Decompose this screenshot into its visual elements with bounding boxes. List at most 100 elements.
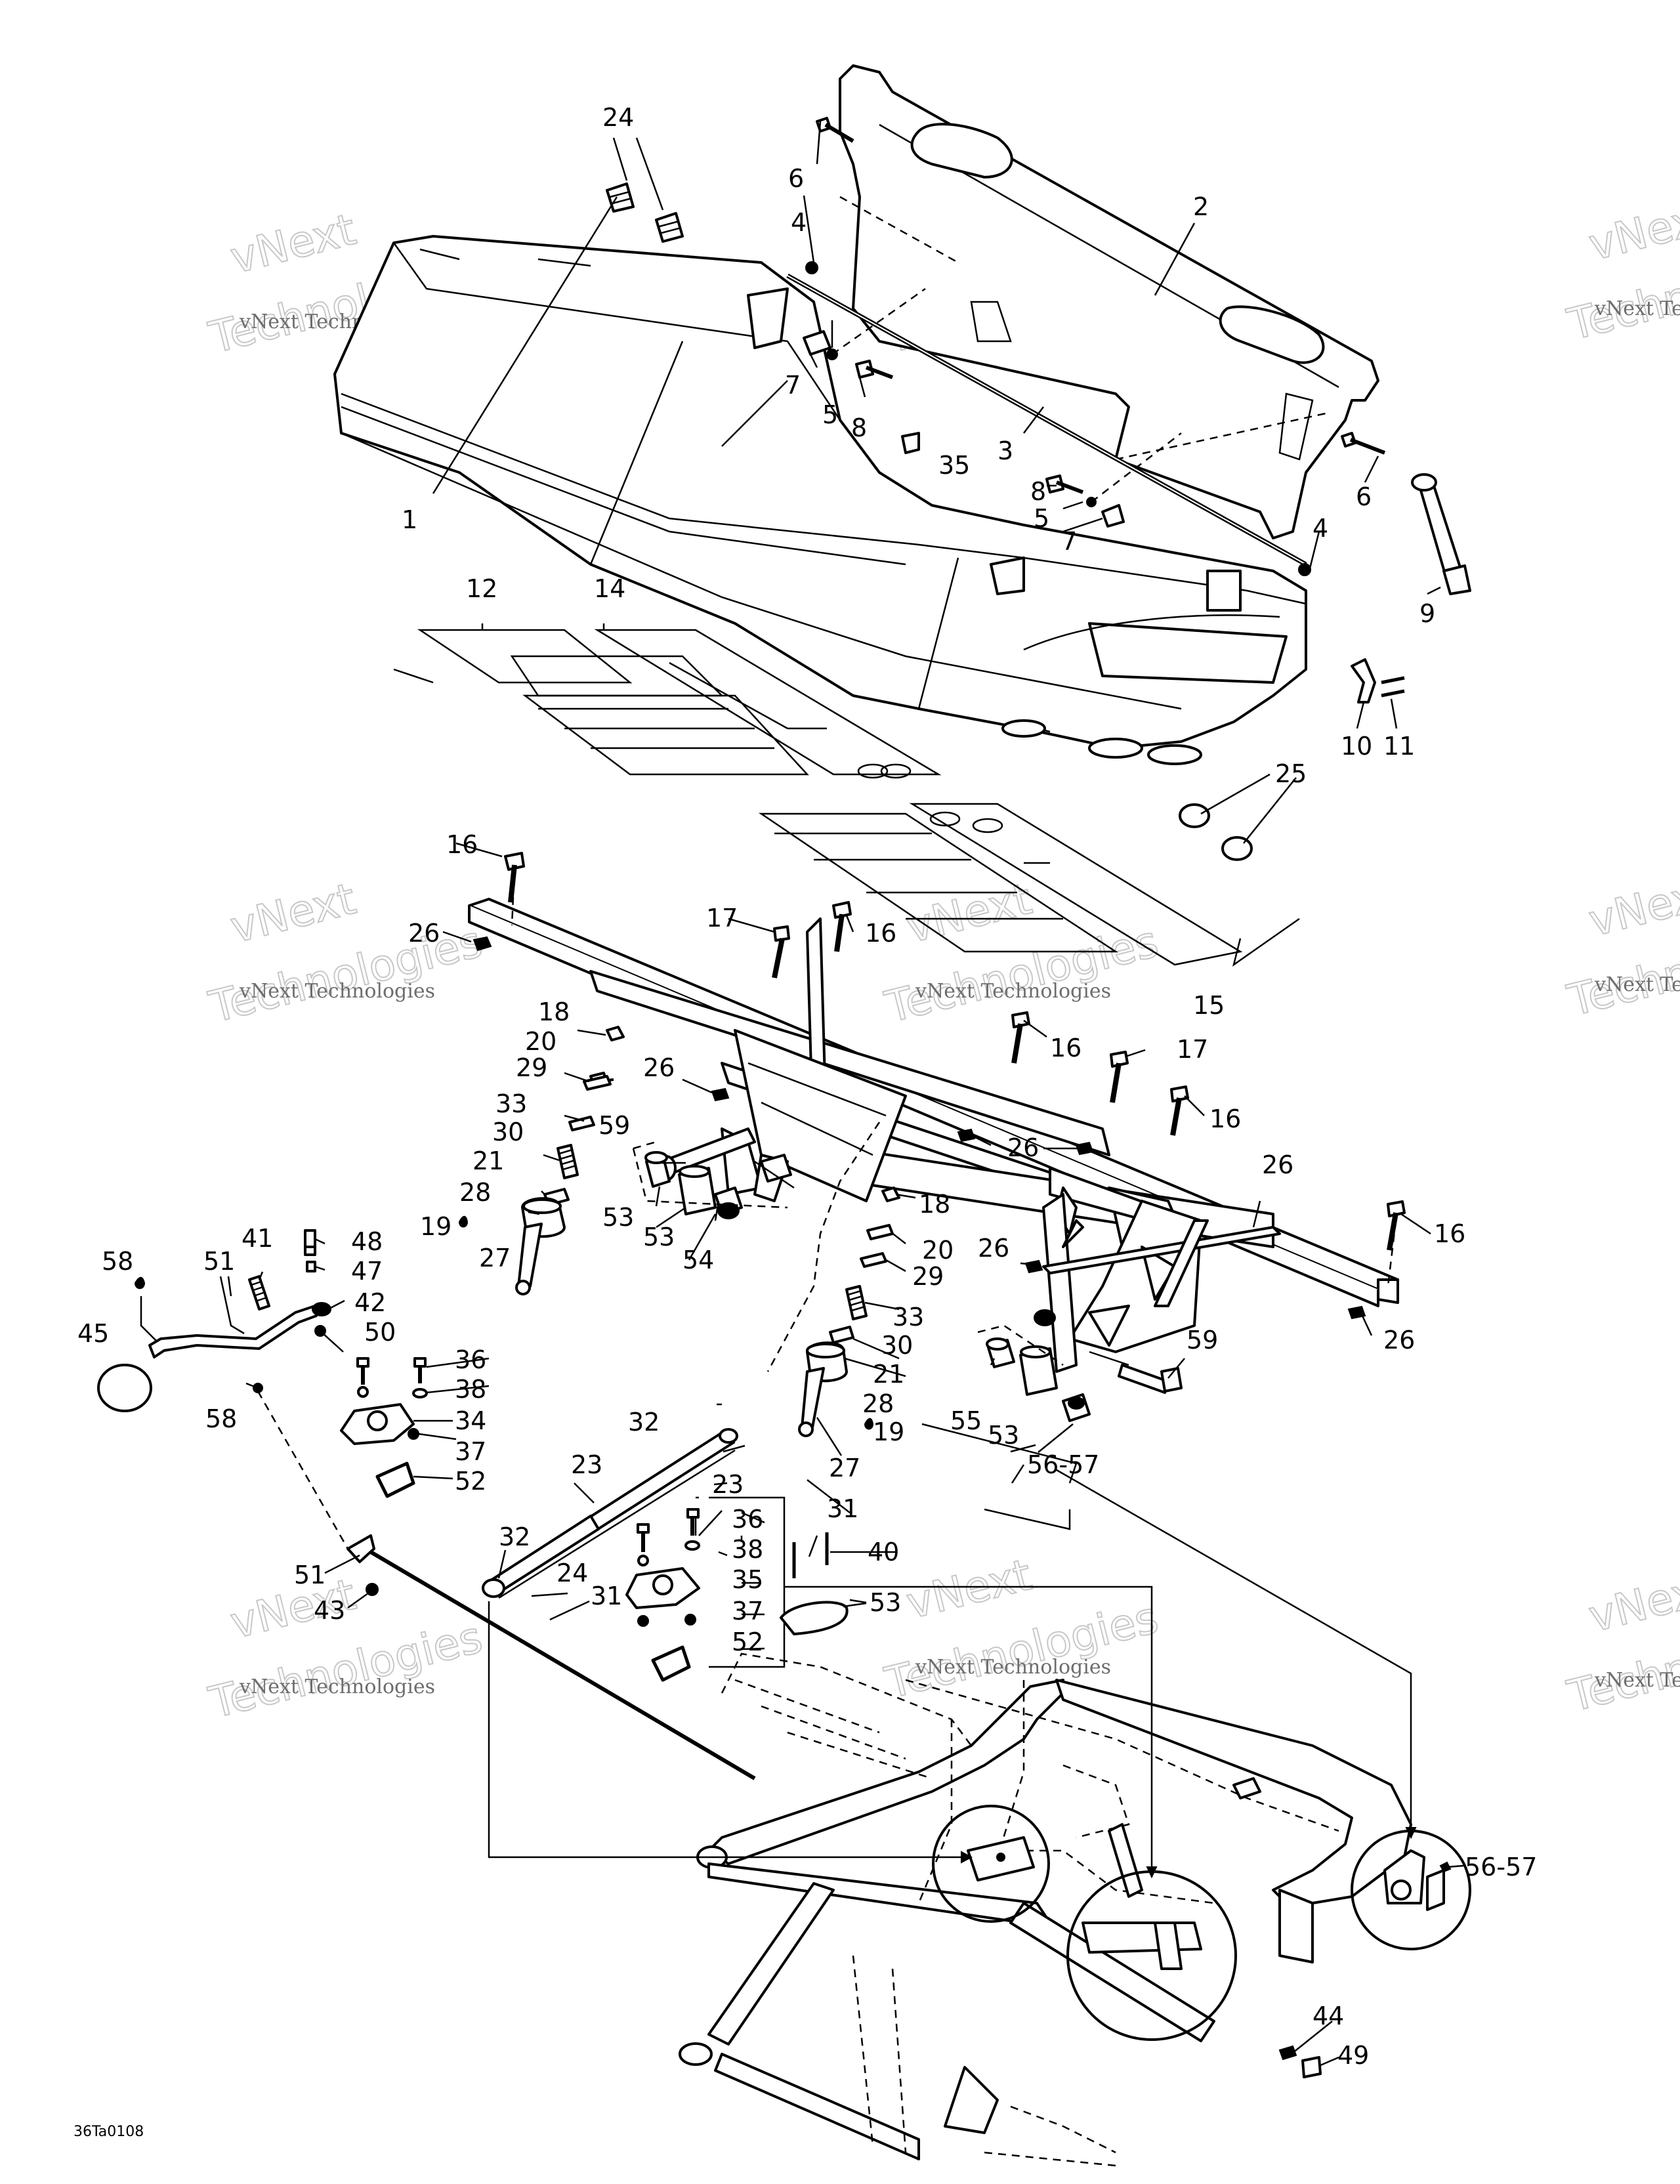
callout-33-a: 33 <box>495 1089 527 1118</box>
callout-26-c: 26 <box>1007 1133 1039 1162</box>
watermark-text: vNext Technologies <box>915 1656 1111 1679</box>
watermark-vnext-big: vNext <box>902 873 1037 953</box>
tailgate <box>839 64 1379 539</box>
callout-51-a: 52 <box>455 1467 486 1496</box>
callout-17-a: 17 <box>706 904 738 933</box>
callout-45: 48 <box>351 1227 383 1256</box>
callout-37-b: 37 <box>732 1597 763 1626</box>
watermark-text: vNext Technologies <box>1594 973 1680 996</box>
callout-43: 45 <box>77 1319 109 1348</box>
callout-16-a: 16 <box>446 830 478 859</box>
callout-55: 58 <box>205 1404 237 1433</box>
callout-26-d: 26 <box>978 1234 1009 1263</box>
callout-27-a: 27 <box>479 1244 511 1272</box>
callout-27-b: 27 <box>829 1454 860 1482</box>
callout-38-b: 38 <box>732 1535 763 1564</box>
left-shock-hardware <box>458 1026 625 1295</box>
callout-42-a: 43 <box>314 1596 345 1625</box>
callout-2: 2 <box>1193 192 1209 221</box>
callout-16-c: 16 <box>1050 1034 1082 1062</box>
callout-28-a: 28 <box>459 1178 491 1207</box>
callout-16-b: 16 <box>865 919 896 948</box>
watermark-text: vNext Technologies <box>1594 1669 1680 1692</box>
callout-1: 1 <box>402 505 417 534</box>
callout-30-a: 30 <box>492 1118 524 1146</box>
callout-8-left: 8 <box>851 413 867 442</box>
callout-28-b: 28 <box>862 1389 894 1418</box>
callout-11: 11 <box>1383 732 1415 761</box>
watermark-vnext-big: vNext <box>1584 867 1680 946</box>
callout-44: 47 <box>351 1257 383 1286</box>
callout-38-a: 38 <box>455 1375 486 1404</box>
callout-3: 3 <box>998 436 1013 465</box>
callout-19-a: 19 <box>420 1212 452 1241</box>
callout-32-b: 32 <box>499 1522 530 1551</box>
callout-5-right: 5 <box>1034 504 1049 533</box>
frame-fasteners <box>472 852 1406 1320</box>
tailgate-rod <box>786 273 1307 567</box>
callout-33-b: 33 <box>892 1303 924 1332</box>
callout-10: 10 <box>1341 732 1372 761</box>
callout-9: 9 <box>1419 599 1435 628</box>
watermark-text: vNext Technologies <box>239 1675 435 1698</box>
callout-32-a: 32 <box>628 1408 660 1437</box>
callout-48: 51 <box>294 1561 326 1589</box>
callout-20-b: 20 <box>922 1236 954 1265</box>
callout-52-b: 53 <box>988 1421 1019 1450</box>
upper-mount-hardware <box>340 1357 428 1498</box>
callout-14: 14 <box>594 574 625 603</box>
callout-26-b: 26 <box>643 1053 675 1082</box>
watermark-vnext-big: vNext <box>226 873 361 953</box>
callout-35-a: 34 <box>455 1406 486 1435</box>
callout-29-a: 29 <box>516 1053 547 1082</box>
cargo-box <box>333 235 1307 765</box>
callout-5-left: 5 <box>822 400 838 429</box>
callout-31-a: 31 <box>827 1494 858 1523</box>
callout-26-e: 26 <box>1383 1326 1415 1354</box>
callout-52-a: 53 <box>643 1223 675 1251</box>
callout-15: 15 <box>1193 991 1225 1020</box>
callout-36-b: 36 <box>732 1505 763 1534</box>
callout-39: 40 <box>868 1538 899 1566</box>
callout-58-a: 59 <box>598 1111 630 1140</box>
callout-54: 56-57 <box>1465 1853 1537 1881</box>
callout-34: 35 <box>938 451 970 480</box>
callout-16-d: 16 <box>1209 1104 1241 1133</box>
vehicle-frame <box>488 1469 1471 2167</box>
callout-24-top: 24 <box>602 103 634 132</box>
callout-23-b: 24 <box>556 1559 588 1587</box>
callout-12: 12 <box>466 574 497 603</box>
callout-labels: 24 6 4 2 7 5 8 3 35 1 8 5 7 4 6 9 12 14 … <box>74 103 1537 2140</box>
callout-22: 23 <box>571 1450 602 1479</box>
tailgate-hardware <box>606 117 1471 861</box>
callout-4-right: 4 <box>1312 514 1328 543</box>
callout-53-b: 54 <box>682 1246 714 1274</box>
callout-20-a: 20 <box>525 1027 556 1056</box>
callout-18-b: 18 <box>919 1190 950 1219</box>
callout-19-b: 19 <box>873 1418 904 1446</box>
callout-50: 53 <box>870 1588 901 1617</box>
callout-53-d: 56-57 <box>1027 1450 1099 1479</box>
callout-26-a: 26 <box>408 919 440 948</box>
callout-47: 51 <box>203 1247 235 1276</box>
callout-56-57: 58 <box>102 1247 133 1276</box>
callout-4-left: 4 <box>791 208 807 237</box>
callout-17-b: 17 <box>1177 1035 1208 1064</box>
callout-29-b: 29 <box>912 1262 944 1291</box>
callout-7-left: 7 <box>785 371 801 400</box>
callout-25: 26 <box>1262 1150 1293 1179</box>
callout-16-e: 16 <box>1434 1219 1465 1248</box>
center-shock-hardware <box>766 1122 900 1437</box>
callout-21-b: 21 <box>873 1360 904 1389</box>
watermark-vnext-big: vNext <box>902 1549 1037 1629</box>
callout-35-b: 35 <box>732 1565 763 1594</box>
callout-6-right: 6 <box>1356 482 1372 511</box>
release-lever <box>97 1229 331 1412</box>
callout-31-b: 31 <box>591 1582 622 1610</box>
floor-mats <box>417 629 1243 966</box>
watermark-vnext-big: vNext <box>1584 191 1680 270</box>
callout-21-a: 21 <box>472 1146 504 1175</box>
callout-40: 41 <box>242 1224 273 1253</box>
callout-8-right: 8 <box>1030 477 1046 506</box>
